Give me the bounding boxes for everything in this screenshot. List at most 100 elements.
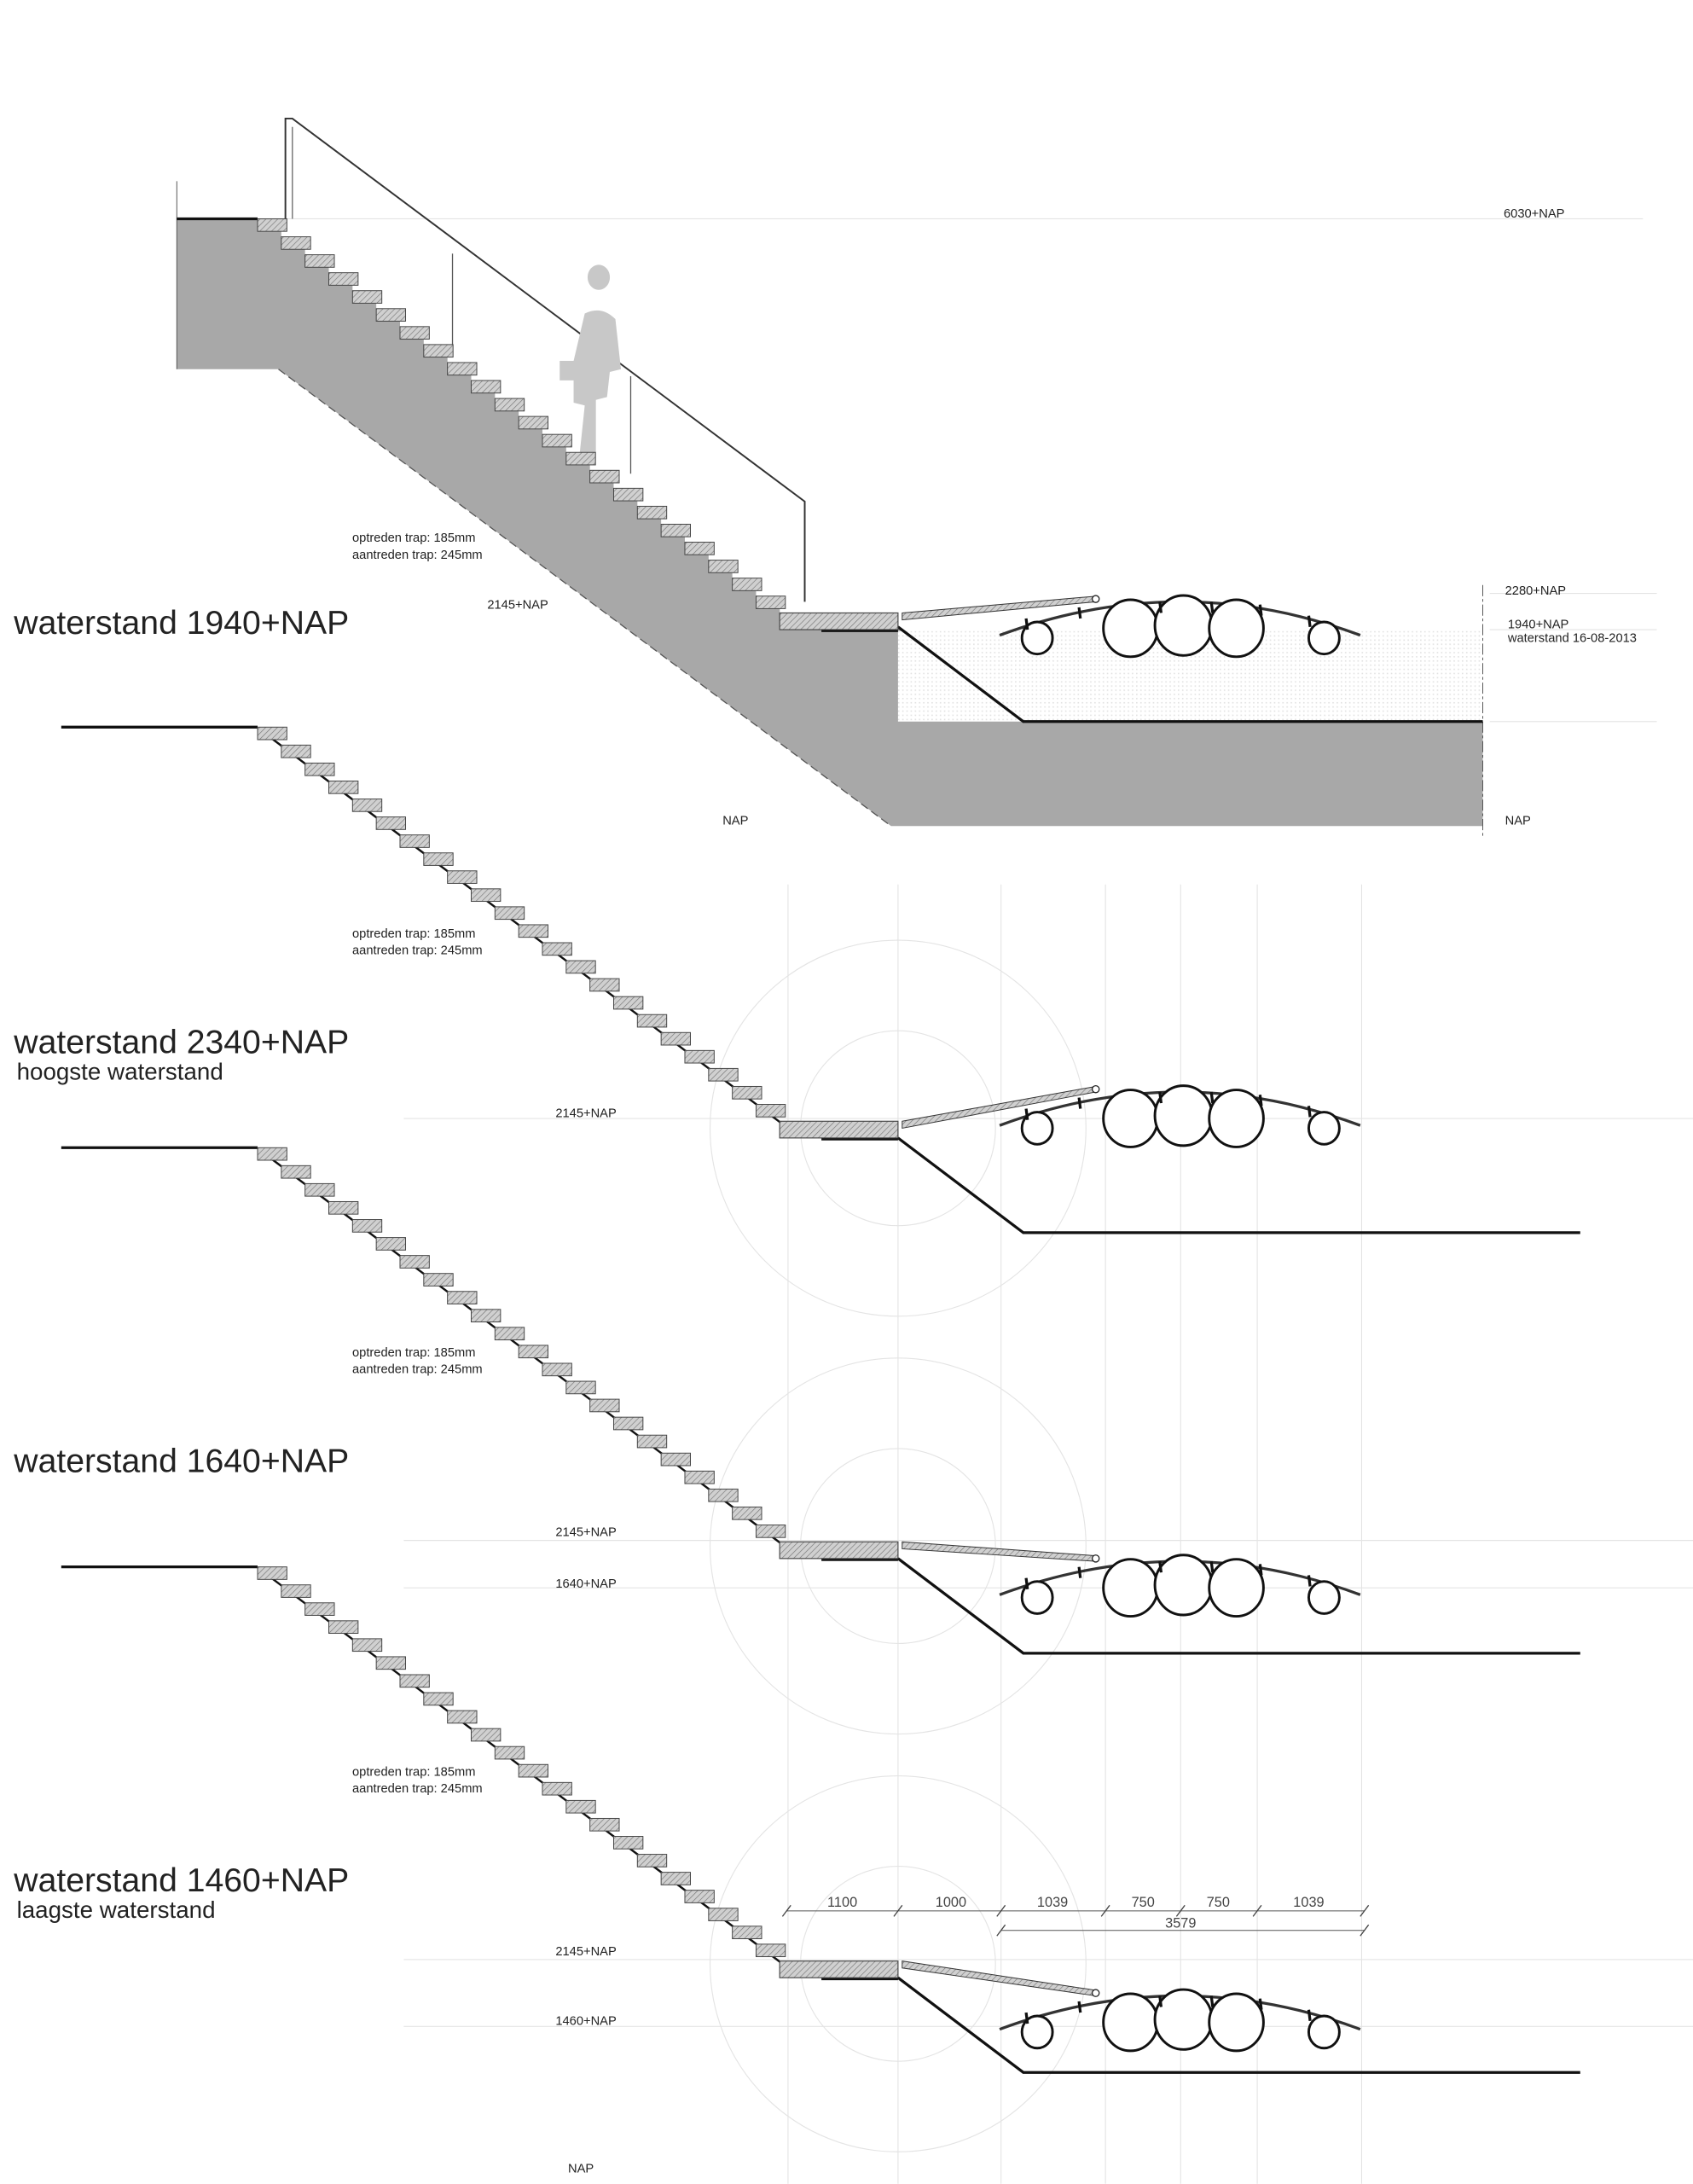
dimension-value: 1100	[827, 1895, 857, 1910]
stair-step	[589, 469, 620, 484]
dimension-total: 3579	[1165, 1915, 1196, 1931]
stair-step	[684, 542, 715, 555]
stair-step	[660, 523, 691, 537]
dimension-value: 750	[1132, 1895, 1155, 1910]
stair-step	[281, 1165, 311, 1179]
float-drum	[1020, 2014, 1054, 2050]
swing-radius	[709, 1774, 1087, 2152]
stair-step	[375, 308, 407, 322]
bracket	[1258, 1998, 1263, 2010]
section-title: waterstand 1460+NAP	[13, 1862, 349, 1899]
stair-step	[375, 1237, 407, 1251]
stair-step	[257, 1566, 287, 1580]
stair-step	[732, 578, 762, 591]
stair-step	[708, 1067, 739, 1082]
bracket	[1077, 2001, 1082, 2013]
stair-step	[257, 1147, 287, 1161]
stair-step	[542, 1362, 572, 1377]
stair-tread-note: aantreden trap: 245mm	[352, 549, 483, 562]
hinge-icon	[1091, 1989, 1100, 1997]
stair-step	[542, 433, 572, 448]
bracket	[1209, 601, 1215, 613]
stair-step	[399, 834, 430, 848]
float-drum	[1102, 598, 1159, 659]
float-drum	[1020, 1580, 1054, 1615]
stair-step	[423, 344, 454, 358]
stair-step	[399, 1674, 430, 1688]
bracket	[1258, 1095, 1263, 1107]
gangway-ramp	[902, 1085, 1097, 1130]
section-2-labels: waterstand 2340+NAP hoogste waterstand o…	[13, 927, 617, 1121]
float-drum	[1153, 1554, 1214, 1617]
section-title: waterstand 2340+NAP	[13, 1024, 349, 1060]
section-subtitle: laagste waterstand	[17, 1896, 216, 1923]
stair-step	[708, 560, 739, 573]
section-title: waterstand 1640+NAP	[13, 1443, 349, 1480]
float-drum	[1307, 1111, 1341, 1146]
stair-step	[351, 1638, 383, 1653]
foundation-line	[278, 369, 892, 827]
stair-step	[732, 1926, 762, 1939]
stair-step	[470, 380, 502, 394]
stair-step	[589, 1817, 620, 1832]
stair-step	[351, 290, 383, 304]
bracket	[1307, 1575, 1312, 1587]
stair-step	[304, 762, 335, 776]
float-drum	[1208, 598, 1265, 659]
section-title: waterstand 1940+NAP	[13, 605, 349, 642]
stair-step	[328, 1200, 359, 1215]
bed-line	[896, 1136, 1580, 1234]
float-drum	[1307, 620, 1341, 656]
bracket	[1158, 601, 1163, 613]
float-drum	[1307, 1580, 1341, 1615]
stair-step	[612, 1836, 644, 1850]
dimension-tick	[996, 1924, 1006, 1937]
float-drum	[1153, 594, 1214, 657]
stair-tread-note: aantreden trap: 245mm	[352, 1363, 483, 1377]
stair-step	[470, 1728, 502, 1742]
stair-step	[755, 1104, 786, 1118]
bracket	[1258, 604, 1263, 616]
dimension-tick	[1252, 1904, 1262, 1917]
stair-step	[755, 595, 786, 609]
bracket	[1024, 1108, 1029, 1120]
gangway-ramp	[902, 1541, 1097, 1562]
bracket	[1307, 1106, 1312, 1118]
stair-step	[399, 326, 430, 340]
stair-step	[565, 1799, 596, 1814]
stair-step	[542, 1781, 572, 1796]
bracket	[1258, 1564, 1263, 1576]
section-3	[61, 1146, 1580, 1655]
nap-label: NAP	[1505, 815, 1531, 828]
section-4	[61, 1565, 1580, 2074]
stair-step	[375, 816, 407, 830]
stair-step	[447, 870, 478, 884]
stair-step	[470, 1309, 502, 1322]
landing	[779, 1541, 899, 1560]
bracket	[1077, 1566, 1082, 1578]
stair-step	[257, 726, 287, 741]
float-drum	[1020, 1111, 1054, 1146]
stair-step	[494, 906, 525, 921]
stair-step	[565, 960, 596, 974]
stair-step	[732, 1506, 762, 1520]
stair-step	[351, 1219, 383, 1233]
float-drum	[1153, 1084, 1214, 1147]
stair-riser-note: optreden trap: 185mm	[352, 531, 476, 545]
water-level: 1460+NAP	[555, 2015, 617, 2029]
water-level: 1640+NAP	[555, 1577, 617, 1591]
nap-label: NAP	[722, 815, 748, 828]
hinge-icon	[1091, 1554, 1100, 1563]
level-top: 6030+NAP	[1504, 207, 1565, 221]
swing-radius	[709, 1357, 1087, 1735]
stair-step	[447, 1291, 478, 1304]
dimension-tick	[996, 1904, 1006, 1917]
stair-step	[636, 1014, 668, 1028]
float-drum	[1102, 1089, 1159, 1148]
stair-step	[423, 1692, 454, 1706]
stair-step	[636, 505, 668, 520]
stair-step	[470, 888, 502, 903]
hinge-icon	[1091, 1085, 1100, 1094]
level-deck: 2280+NAP	[1505, 584, 1567, 598]
